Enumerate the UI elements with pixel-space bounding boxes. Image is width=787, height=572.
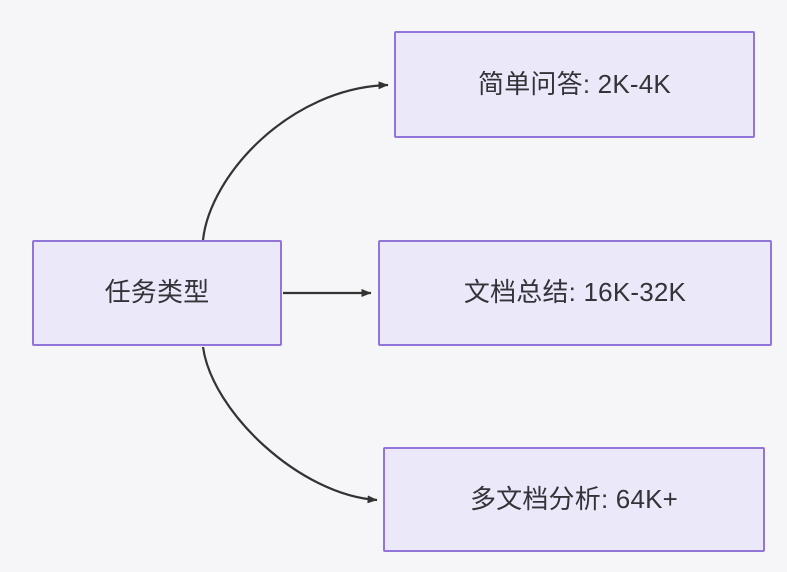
node-root-task-type[interactable]: 任务类型: [32, 240, 282, 346]
node-simple-qa[interactable]: 简单问答: 2K-4K: [394, 31, 755, 138]
edge-root-to-multi-doc: [201, 346, 378, 504]
node-document-summary-label: 文档总结: 16K-32K: [463, 277, 687, 308]
node-root-label: 任务类型: [104, 277, 210, 308]
node-multi-document-analysis[interactable]: 多文档分析: 64K+: [383, 447, 765, 552]
node-document-summary[interactable]: 文档总结: 16K-32K: [378, 240, 772, 346]
node-multi-document-analysis-label: 多文档分析: 64K+: [469, 483, 679, 514]
node-simple-qa-label: 简单问答: 2K-4K: [478, 68, 671, 99]
edge-root-to-simple-qa: [201, 81, 389, 241]
